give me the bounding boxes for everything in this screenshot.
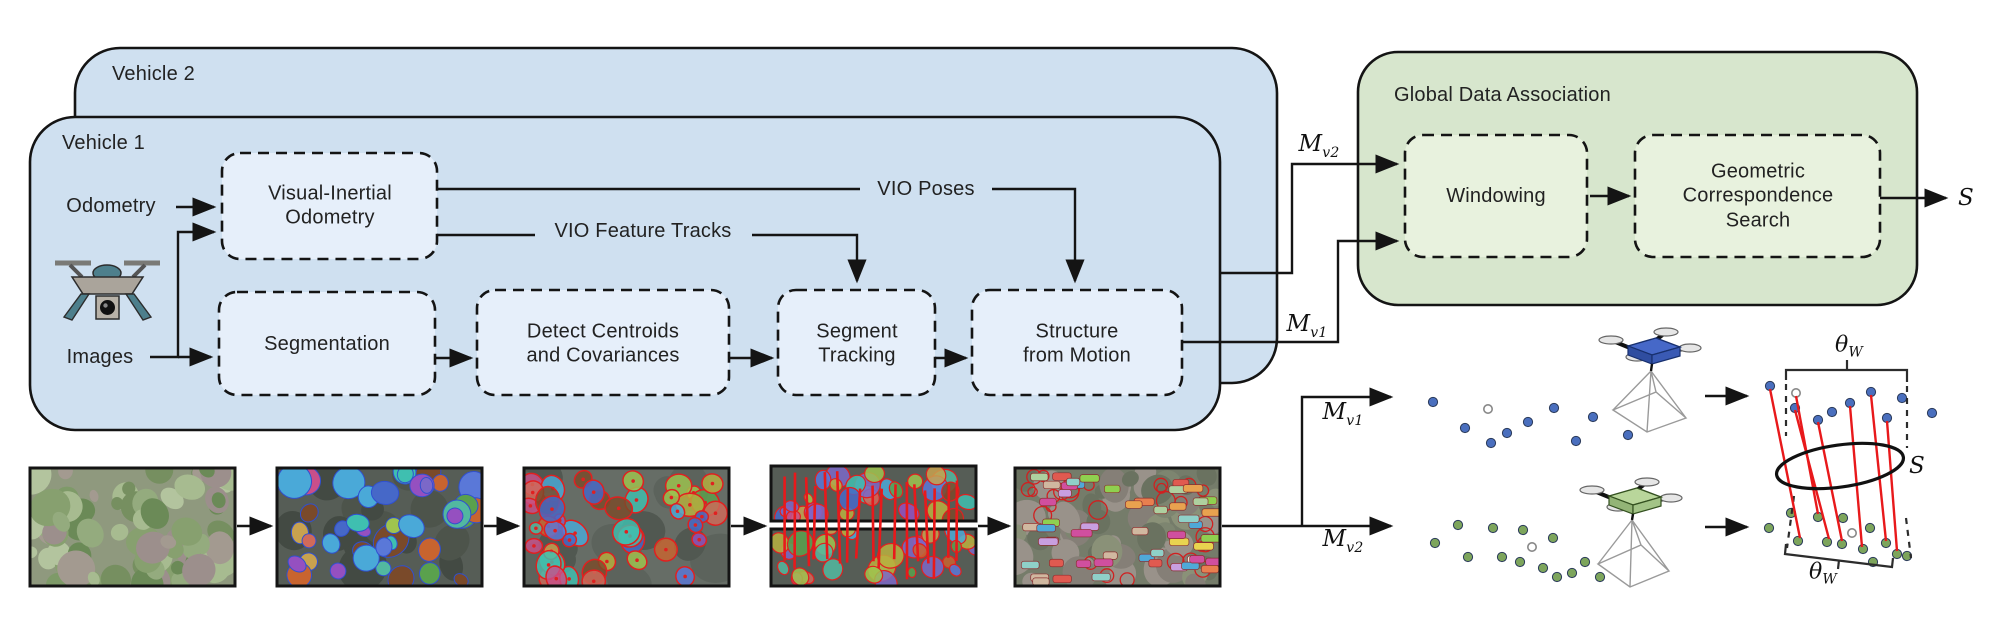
theta-w-top-label: θW bbox=[1834, 332, 1864, 361]
mv2-to-windowing-arrow bbox=[1220, 154, 1400, 275]
vio-tracks-arrow bbox=[752, 233, 867, 284]
segmentation-label: Segmentation bbox=[264, 332, 390, 355]
windowing-box bbox=[1403, 133, 1589, 259]
windowing-label: Windowing bbox=[1446, 184, 1546, 207]
vehicle1-drone-icon bbox=[1598, 327, 1702, 433]
segmentation-box bbox=[217, 290, 437, 397]
detect-centroids-label: Detect Centroids and Covariances bbox=[526, 320, 680, 367]
drone-icon bbox=[55, 260, 160, 321]
global-data-association-label: Global Data Association bbox=[1394, 84, 1611, 106]
odometry-input-label: Odometry bbox=[66, 194, 156, 217]
structure-from-motion-label: Structure from Motion bbox=[1023, 320, 1131, 367]
segment-tracking-box bbox=[776, 288, 937, 397]
theta-w-bottom-label: θW bbox=[1808, 559, 1838, 588]
s-ellipse-label: S bbox=[1909, 452, 1925, 479]
vio-poses-arrow bbox=[992, 187, 1085, 284]
correspondence-matches bbox=[1768, 388, 1899, 552]
images-input-label: Images bbox=[66, 345, 134, 368]
aerial-image-thumb bbox=[30, 468, 235, 586]
vio-box bbox=[220, 151, 439, 261]
gcs-label: Geometric Correspondence Search bbox=[1682, 160, 1834, 232]
landmark-point-clouds bbox=[1427, 380, 1938, 583]
geometric-correspondence-box bbox=[1633, 133, 1882, 259]
candidate-set-ellipse bbox=[1774, 441, 1906, 491]
track-match-lines bbox=[783, 471, 959, 580]
s-output-label: S bbox=[1958, 184, 1974, 211]
mv2-top-label: Mv2 bbox=[1298, 131, 1340, 161]
mv1-to-windowing-arrow bbox=[1182, 231, 1400, 344]
connectors bbox=[150, 154, 1949, 537]
mv1-top-label: Mv1 bbox=[1286, 311, 1328, 341]
vehicle1-label: Vehicle 1 bbox=[62, 132, 145, 154]
vehicle2-drone-icon bbox=[1579, 477, 1683, 588]
bottom-window-left-dash bbox=[1785, 495, 1796, 549]
labeled-segments-image-thumb bbox=[1015, 468, 1220, 586]
segment-tracking-label: Segment Tracking bbox=[816, 320, 898, 367]
top-window-bar bbox=[1784, 368, 1909, 382]
mv1-bottom-label: Mv1 bbox=[1322, 399, 1364, 429]
bottom-window-tick bbox=[1836, 559, 1841, 570]
window-brackets bbox=[1783, 360, 1913, 570]
detect-centroids-box bbox=[475, 288, 731, 397]
vio-label: Visual-Inertial Odometry bbox=[268, 182, 392, 229]
thumbnail-frames bbox=[28, 464, 1222, 588]
vio-poses-label: VIO Poses bbox=[877, 177, 975, 200]
vio-feature-tracks-label: VIO Feature Tracks bbox=[554, 219, 732, 242]
mv2-bottom-label: Mv2 bbox=[1322, 526, 1364, 556]
vehicle2-label: Vehicle 2 bbox=[112, 63, 195, 85]
images-to-vio-arrow bbox=[150, 222, 217, 359]
segmentation-image-thumb bbox=[277, 468, 482, 586]
mv1-map-arrow bbox=[1300, 387, 1394, 526]
